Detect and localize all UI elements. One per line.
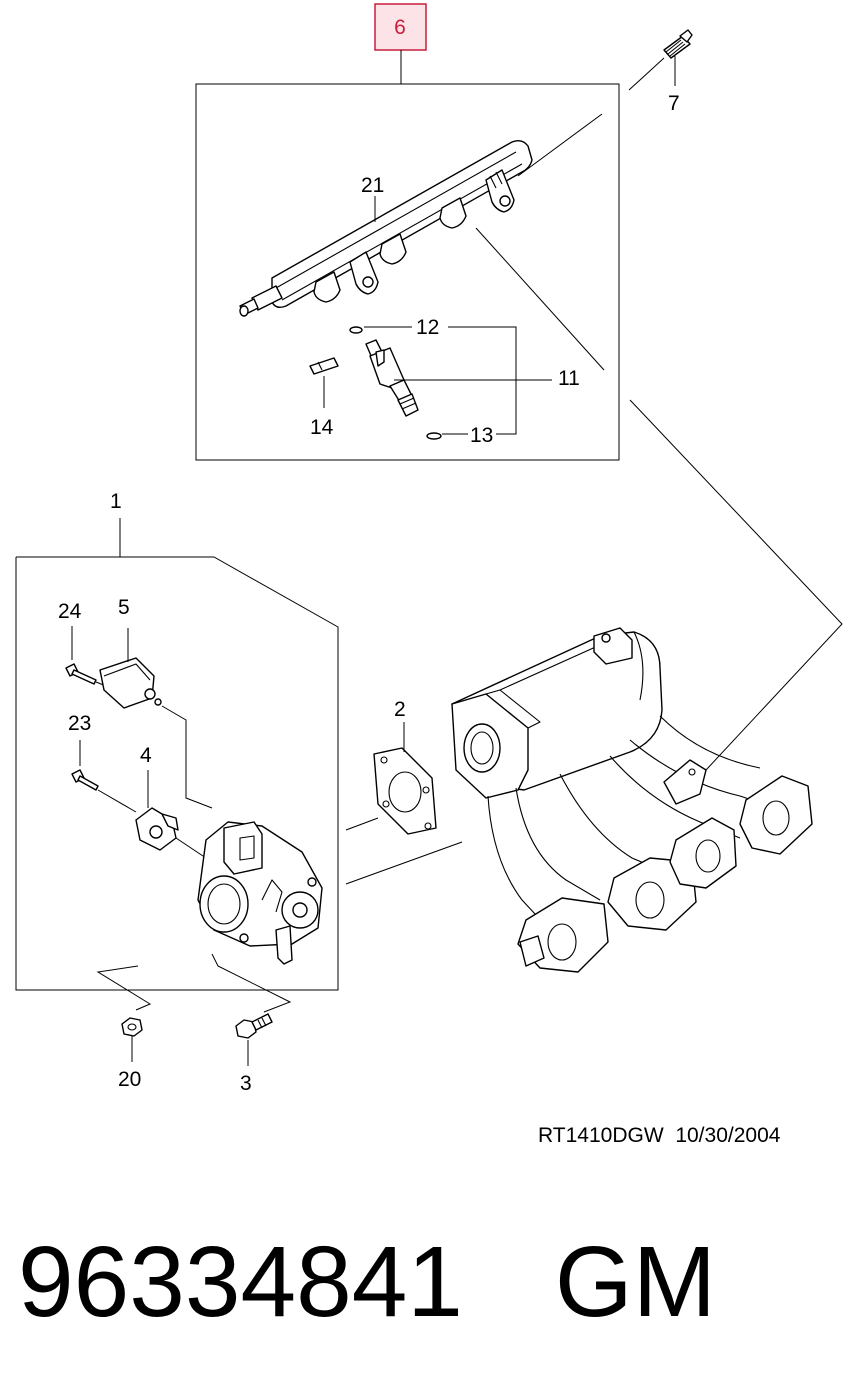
- callout-7: 7: [668, 92, 680, 115]
- callout-2: 2: [394, 698, 406, 721]
- callout-20: 20: [118, 1068, 141, 1091]
- intake-manifold: [451, 399, 843, 973]
- screw-23: [71, 740, 137, 813]
- throttle-sensor-4: [135, 770, 207, 859]
- screw-24: [65, 626, 117, 691]
- callout-6-highlight[interactable]: 6: [374, 3, 427, 51]
- throttle-body-group-frame: [15, 556, 339, 991]
- callout-24: 24: [58, 600, 82, 623]
- callout-23: 23: [68, 712, 91, 735]
- throttle-body: [197, 821, 323, 965]
- fuel-rail-group: 6 7: [195, 3, 693, 461]
- callout-1: 1: [110, 490, 122, 513]
- callout-11: 11: [558, 367, 580, 390]
- throttle-body-group: 1 24 5 23: [15, 490, 339, 1013]
- idle-air-valve-5: [99, 628, 213, 809]
- callout-12: 12: [416, 316, 439, 339]
- bolt-3: [235, 1013, 273, 1066]
- fuel-rail-21: [239, 113, 605, 371]
- bolt-7: [628, 29, 693, 91]
- callout-4: 4: [140, 744, 152, 767]
- callout-6-label: 6: [394, 16, 406, 39]
- callout-13: 13: [470, 424, 493, 447]
- fuel-injector-11: [365, 339, 552, 417]
- nut-20: [121, 1017, 143, 1062]
- o-ring-13: [426, 432, 468, 440]
- callout-14: 14: [310, 416, 334, 439]
- part-identification: 96334841 GM: [18, 1222, 716, 1342]
- fuel-rail-group-frame: [195, 83, 620, 461]
- part-brand: GM: [554, 1226, 717, 1338]
- drawing-date: 10/30/2004: [675, 1124, 781, 1147]
- callout-5: 5: [118, 596, 130, 619]
- drawing-reference: RT1410DGW 10/30/2004: [538, 1124, 780, 1148]
- clip-14: [309, 357, 339, 408]
- callout-21: 21: [361, 174, 384, 197]
- callout-3: 3: [240, 1072, 252, 1095]
- gasket-2: [345, 722, 463, 885]
- drawing-code: RT1410DGW: [538, 1124, 664, 1147]
- part-number: 96334841: [18, 1226, 463, 1338]
